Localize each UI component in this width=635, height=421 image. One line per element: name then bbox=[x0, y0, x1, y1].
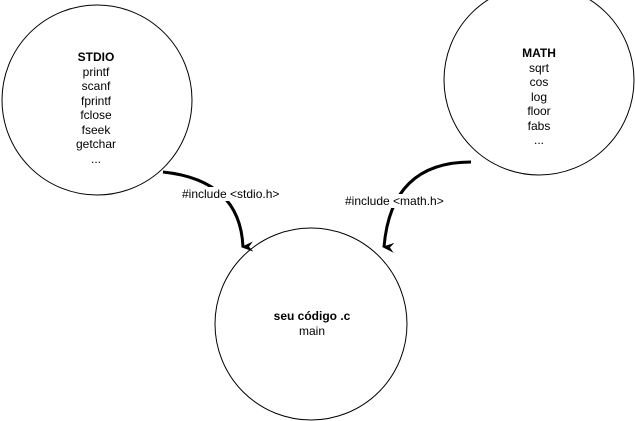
stdio-item: printf bbox=[82, 64, 110, 79]
code-node-circle[interactable] bbox=[214, 227, 408, 421]
edge-label-math-include: #include <math.h> bbox=[344, 194, 445, 208]
code-node-text: seu código .c main bbox=[274, 309, 351, 338]
math-item: log bbox=[530, 89, 547, 104]
math-item: sqrt bbox=[528, 60, 549, 75]
stdio-node-circle[interactable] bbox=[1, 4, 193, 196]
math-node-circle[interactable] bbox=[443, 0, 635, 176]
edge-stdio-to-code[interactable] bbox=[162, 170, 254, 252]
edge-label-stdio-include: #include <stdio.h> bbox=[181, 187, 281, 201]
stdio-item: fprintf bbox=[80, 93, 111, 108]
stdio-item: ... bbox=[90, 151, 101, 166]
stdio-node-text: STDIO printf scanf fprintf fclose fseek … bbox=[76, 50, 116, 166]
edge-math-to-code[interactable] bbox=[382, 160, 472, 253]
math-item: cos bbox=[529, 75, 549, 89]
stdio-item: fclose bbox=[80, 108, 112, 122]
code-node-title: seu código .c bbox=[273, 309, 351, 323]
stdio-node-title: STDIO bbox=[77, 50, 115, 64]
stdio-item: getchar bbox=[75, 137, 117, 151]
math-item: ... bbox=[533, 133, 544, 147]
math-node-text: MATH sqrt cos log floor fabs ... bbox=[522, 46, 556, 148]
code-item: main bbox=[298, 323, 325, 338]
math-item: floor bbox=[527, 104, 551, 118]
math-node-title: MATH bbox=[522, 46, 556, 60]
stdio-item: fseek bbox=[81, 122, 111, 137]
math-item: fabs bbox=[527, 118, 551, 133]
stdio-item: scanf bbox=[81, 79, 111, 93]
